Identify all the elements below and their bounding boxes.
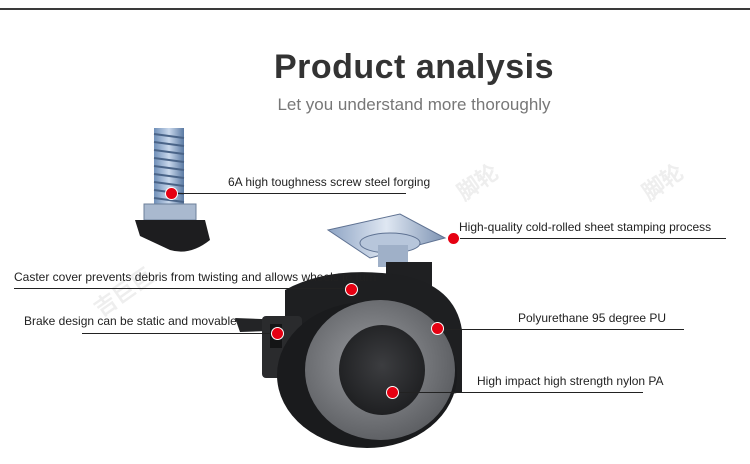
callout-screw-dot [165, 187, 178, 200]
callout-screw-label: 6A high toughness screw steel forging [228, 175, 431, 189]
page-title: Product analysis [273, 48, 555, 86]
callout-plate-dot [447, 232, 460, 245]
callout-pa-label: High impact high strength nylon PA [477, 374, 664, 388]
callout-pa-dot [386, 386, 399, 399]
threaded-stem [135, 128, 210, 252]
callout-cover-line [14, 288, 352, 289]
top-divider [0, 8, 750, 10]
callout-cover-label: Caster cover prevents debris from twisti… [14, 270, 377, 284]
callout-brake-line [82, 333, 277, 334]
nylon-hub [339, 325, 425, 415]
page-subtitle: Let you understand more thoroughly [277, 95, 551, 114]
callout-brake-dot [271, 327, 284, 340]
callout-cover-dot [345, 283, 358, 296]
callout-plate-line [456, 238, 726, 239]
callout-pu-line [440, 329, 684, 330]
callout-pu-label: Polyurethane 95 degree PU [518, 311, 667, 325]
callout-brake-label: Brake design can be static and movable [24, 314, 237, 328]
callout-pa-line [393, 392, 643, 393]
callout-pu-dot [431, 322, 444, 335]
callout-screw-line [176, 193, 406, 194]
callout-plate-label: High-quality cold-rolled sheet stamping … [459, 220, 712, 234]
